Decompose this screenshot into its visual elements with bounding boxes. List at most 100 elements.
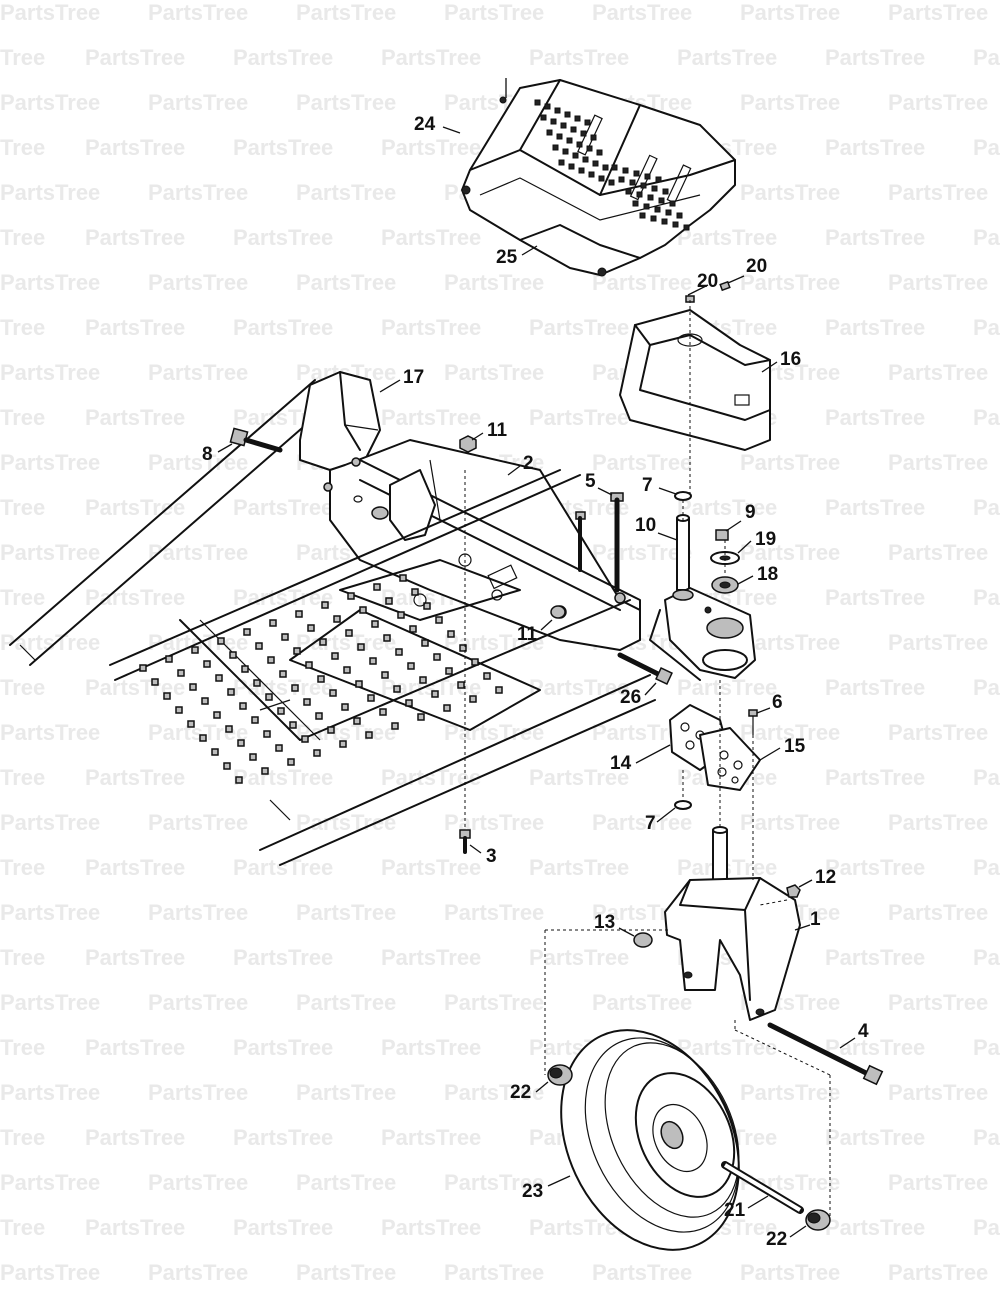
callout-22: 22 xyxy=(766,1229,788,1250)
deck-hole xyxy=(373,583,381,591)
callout-9: 9 xyxy=(745,502,756,523)
deck-hole xyxy=(405,699,413,707)
deck-hole xyxy=(293,647,301,655)
deck-hole xyxy=(423,602,431,610)
deck-hole xyxy=(321,601,329,609)
deck-hole xyxy=(213,711,221,719)
callout-26: 26 xyxy=(620,687,642,708)
callout-10: 10 xyxy=(635,515,657,536)
deck-hole xyxy=(315,712,323,720)
pan-hole xyxy=(644,173,651,180)
callout-20: 20 xyxy=(746,256,768,277)
deck-hole xyxy=(339,740,347,748)
pan-hole xyxy=(534,99,541,106)
bolt-8-part xyxy=(229,427,283,453)
callout-11: 11 xyxy=(517,624,538,645)
callout-19: 19 xyxy=(755,529,777,550)
deck-hole xyxy=(353,717,361,725)
deck-hole xyxy=(263,730,271,738)
wheel-bearing-22-left xyxy=(547,1064,573,1086)
deck-hole xyxy=(267,656,275,664)
pivot-bracket-part xyxy=(649,587,756,681)
deck-hole xyxy=(419,676,427,684)
pan-hole xyxy=(540,114,547,121)
deck-hole xyxy=(279,670,287,678)
deck-hole xyxy=(307,624,315,632)
deck-hole xyxy=(225,725,233,733)
pan-hole xyxy=(608,179,615,186)
pan-hole xyxy=(650,215,657,222)
deck-hole xyxy=(229,651,237,659)
deck-hole xyxy=(313,749,321,757)
callout-20: 20 xyxy=(697,271,719,292)
deck-hole xyxy=(367,694,375,702)
pan-hole xyxy=(596,149,603,156)
deck-hole xyxy=(333,615,341,623)
axle-bolt-4-part xyxy=(767,1022,884,1086)
deck-hole xyxy=(287,758,295,766)
nut-13-part xyxy=(633,932,653,948)
deck-hole xyxy=(177,669,185,677)
floor-pan-part xyxy=(461,78,736,277)
deck-hole xyxy=(393,685,401,693)
deck-hole xyxy=(187,720,195,728)
pan-hole xyxy=(558,159,565,166)
callout-18: 18 xyxy=(757,564,779,585)
bolt-26-part xyxy=(617,652,673,685)
callout-21: 21 xyxy=(724,1200,746,1221)
deck-hole xyxy=(175,706,183,714)
callout-16: 16 xyxy=(780,349,802,370)
callout-23: 23 xyxy=(522,1181,544,1202)
pan-hole xyxy=(574,115,581,122)
deck-hole xyxy=(397,611,405,619)
deck-hole xyxy=(249,753,257,761)
pan-hole xyxy=(552,144,559,151)
pan-hole xyxy=(544,103,551,110)
bearing-18-part xyxy=(711,576,739,594)
pan-hole xyxy=(580,130,587,137)
callout-15: 15 xyxy=(784,736,806,757)
deck-hole xyxy=(253,679,261,687)
pan-hole xyxy=(588,171,595,178)
pan-hole xyxy=(602,164,609,171)
callout-5: 5 xyxy=(585,471,596,492)
pan-hole xyxy=(661,218,668,225)
deck-hole xyxy=(345,629,353,637)
deck-hole xyxy=(227,688,235,696)
callout-7: 7 xyxy=(642,475,653,496)
deck-hole xyxy=(281,633,289,641)
deck-hole xyxy=(139,664,147,672)
deck-hole xyxy=(329,689,337,697)
deck-hole xyxy=(203,660,211,668)
pan-hole xyxy=(633,170,640,177)
pan-hole xyxy=(578,167,585,174)
pan-hole xyxy=(566,137,573,144)
deck-hole xyxy=(165,655,173,663)
pan-hole xyxy=(632,200,639,207)
deck-hole xyxy=(211,748,219,756)
deck-hole xyxy=(215,674,223,682)
deck-hole xyxy=(469,695,477,703)
pan-hole xyxy=(554,107,561,114)
pan-hole xyxy=(576,141,583,148)
deck-hole xyxy=(447,630,455,638)
callout-7: 7 xyxy=(645,813,656,834)
deck-hole xyxy=(277,707,285,715)
deck-hole xyxy=(301,735,309,743)
deck-hole xyxy=(239,702,247,710)
deck-hole xyxy=(433,653,441,661)
pan-hole xyxy=(586,145,593,152)
deck-hole xyxy=(217,637,225,645)
deck-hole xyxy=(495,686,503,694)
deck-hole xyxy=(383,634,391,642)
callout-4: 4 xyxy=(858,1021,869,1042)
deck-hole xyxy=(391,722,399,730)
pan-hole xyxy=(570,126,577,133)
console-cover-16-part xyxy=(619,309,771,451)
bolt-5-part xyxy=(575,492,624,593)
deck-hole xyxy=(251,716,259,724)
pan-hole xyxy=(556,133,563,140)
deck-hole xyxy=(261,767,269,775)
screws-20-part xyxy=(685,280,731,303)
